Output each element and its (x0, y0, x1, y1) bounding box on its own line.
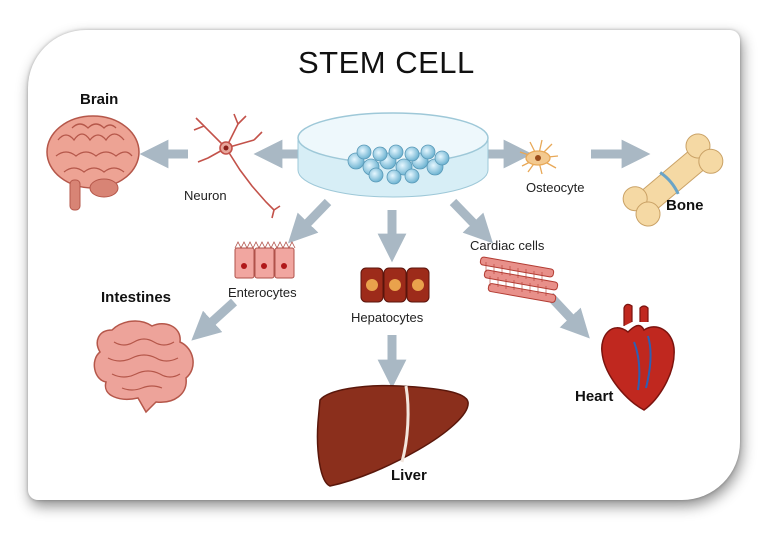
arrow-to-intestines (191, 298, 238, 341)
label-liver: Liver (391, 467, 427, 484)
arrow-to-enterocytes (287, 198, 332, 244)
label-hepatocytes: Hepatocytes (351, 310, 424, 325)
label-brain: Brain (80, 91, 119, 108)
heart-icon (601, 303, 675, 411)
label-enterocytes: Enterocytes (228, 285, 297, 300)
label-intestines: Intestines (101, 289, 172, 306)
label-cardiac-cells: Cardiac cells (470, 238, 545, 253)
cardiac-cells-icon (479, 256, 559, 303)
neuron-icon (193, 113, 281, 219)
petri-dish (297, 112, 489, 198)
label-bone: Bone (666, 197, 704, 214)
liver-icon (316, 384, 469, 487)
diagram-art (46, 112, 724, 487)
intestines-icon (93, 320, 194, 414)
label-osteocyte: Osteocyte (526, 180, 585, 195)
arrow-to-cardiac (449, 198, 494, 244)
differentiation-arrows (139, 139, 651, 389)
stem-cells (347, 144, 450, 185)
label-heart: Heart (575, 388, 614, 405)
bone-icon (622, 133, 724, 227)
osteocyte-icon (519, 139, 559, 175)
hepatocytes-icon (360, 267, 430, 303)
brain-icon (46, 115, 140, 211)
label-neuron: Neuron (184, 188, 227, 203)
diagram-card: STEM CELL Brain Bone Intestines Heart Li… (28, 30, 740, 500)
enterocytes-icon (234, 241, 296, 279)
diagram-title: STEM CELL (298, 45, 475, 80)
